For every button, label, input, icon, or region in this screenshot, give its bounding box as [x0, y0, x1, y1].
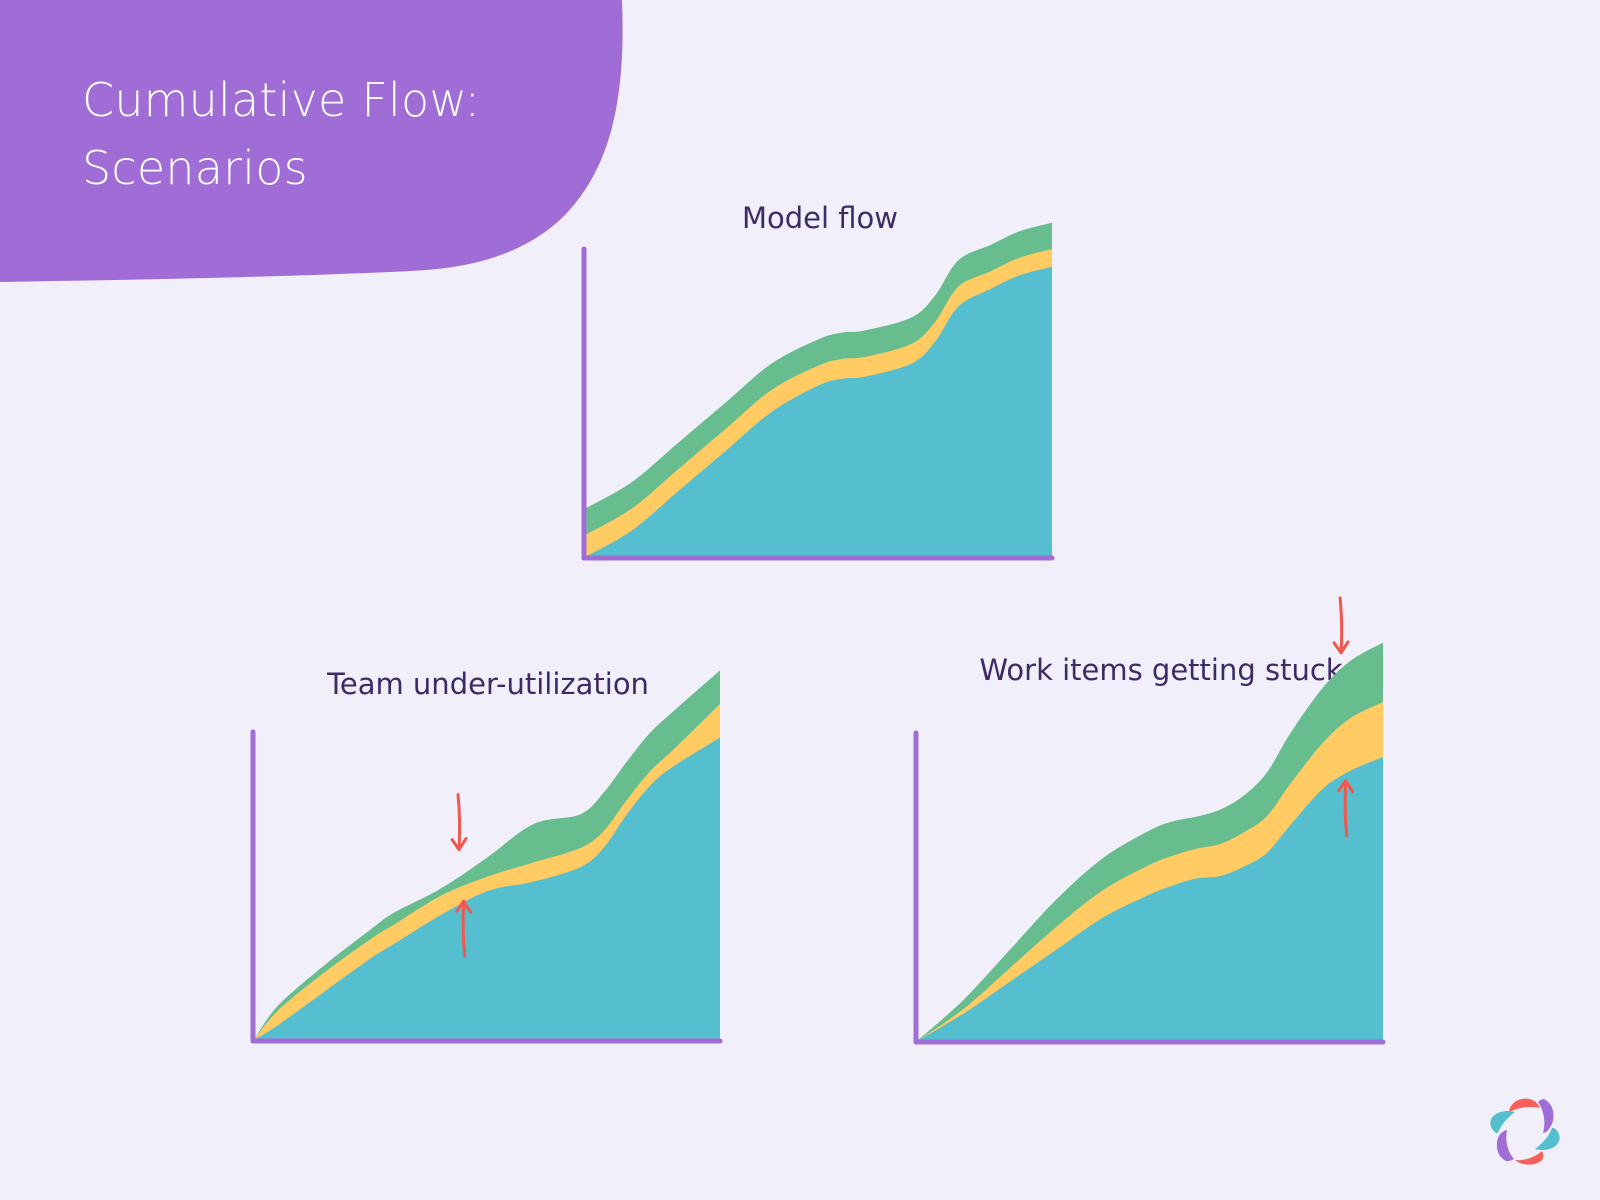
chart-title-work-items-stuck: Work items getting stuck: [979, 653, 1343, 687]
chart-title-team-under-utilization: Team under-utilization: [327, 667, 649, 701]
area-done: [585, 266, 1052, 557]
brand-logo-icon: [1490, 1098, 1560, 1165]
header-blob: [0, 0, 623, 282]
header-blob-shape: [0, 0, 623, 282]
area-done: [917, 757, 1383, 1041]
page-title-line2: Scenarios: [82, 141, 308, 195]
arrow-up-icon: [1337, 779, 1355, 838]
chart-title-model-flow: Model flow: [741, 201, 899, 235]
arrow-up-icon: [455, 899, 473, 958]
area-done: [254, 737, 720, 1040]
page-title-line1: Cumulative Flow:: [82, 73, 481, 127]
arrow-down-icon: [450, 793, 468, 852]
page-title: Cumulative Flow: Scenarios: [82, 66, 480, 202]
arrow-down-icon: [1332, 596, 1350, 655]
